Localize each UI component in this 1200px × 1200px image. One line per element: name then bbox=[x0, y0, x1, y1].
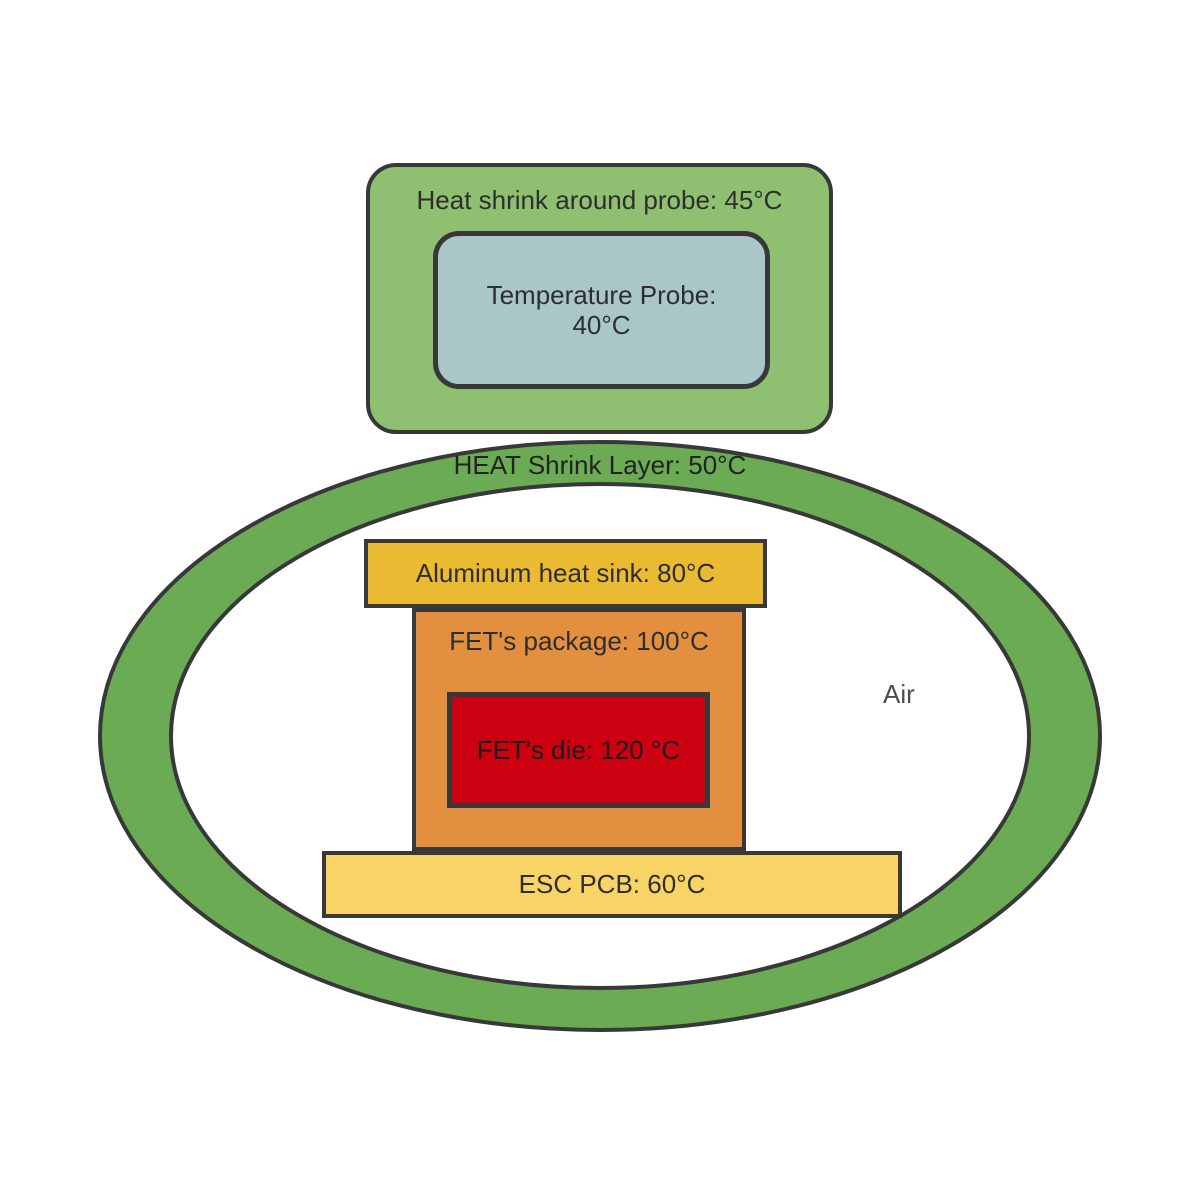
aluminum-heat-sink-label: Aluminum heat sink: 80°C bbox=[415, 558, 716, 588]
temperature-probe-label-line1: Temperature Probe: bbox=[486, 280, 717, 310]
temperature-probe-label-line2: 40°C bbox=[572, 310, 631, 340]
fet-die-box: FET's die: 120 °C bbox=[447, 692, 710, 808]
air-label: Air bbox=[883, 679, 915, 709]
heat-shrink-layer-label: HEAT Shrink Layer: 50°C bbox=[453, 450, 747, 480]
heat-shrink-around-probe-label: Heat shrink around probe: 45°C bbox=[416, 185, 783, 215]
fet-package-label: FET's package: 100°C bbox=[449, 626, 709, 656]
heat-shrink-around-probe-box: Heat shrink around probe: 45°C Temperatu… bbox=[366, 163, 833, 434]
esc-pcb-box: ESC PCB: 60°C bbox=[322, 851, 902, 918]
esc-pcb-label: ESC PCB: 60°C bbox=[518, 869, 706, 899]
aluminum-heat-sink-box: Aluminum heat sink: 80°C bbox=[364, 539, 767, 608]
fet-die-label: FET's die: 120 °C bbox=[476, 734, 681, 765]
temperature-probe-box: Temperature Probe: 40°C bbox=[433, 231, 770, 389]
